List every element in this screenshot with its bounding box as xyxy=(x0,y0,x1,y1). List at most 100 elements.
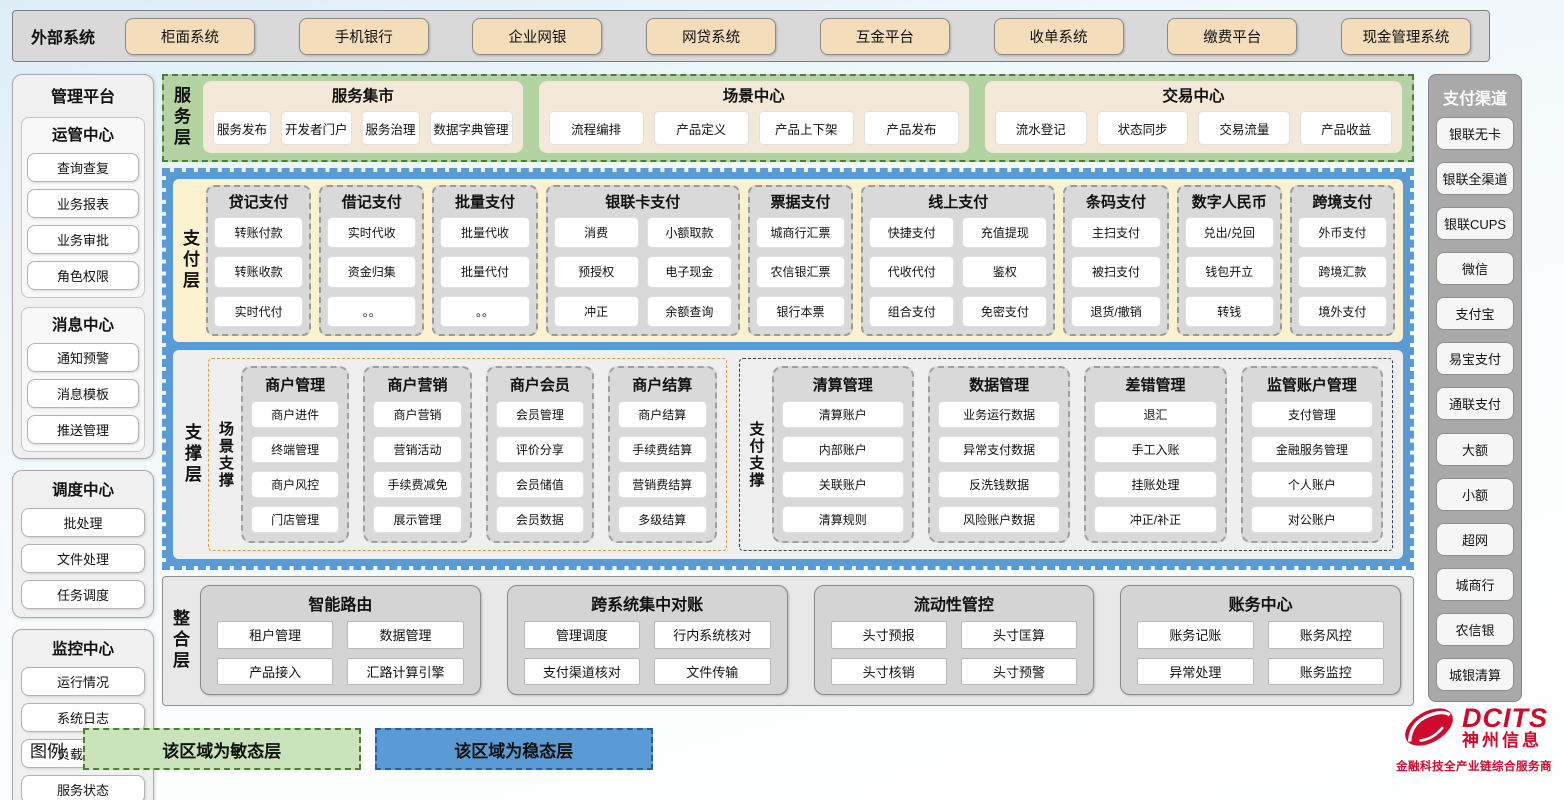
payment-group-items: 消费小额取款预授权电子现金冲正余额查询 xyxy=(553,217,732,327)
service-item-box: 产品收益 xyxy=(1300,111,1393,145)
service-layer-groups: 服务集市服务发布开发者门户服务治理数据字典管理场景中心流程编排产品定义产品上下架… xyxy=(203,81,1402,153)
management-platform-title: 管理平台 xyxy=(50,89,115,106)
service-item-box: 产品上下架 xyxy=(758,111,854,145)
payment-group: 跨境支付外币支付跨境汇款境外支付 xyxy=(1289,185,1396,336)
integration-item-box: 汇路计算引擎 xyxy=(347,657,464,685)
service-layer-label: 服务层 xyxy=(171,85,190,149)
payment-item-box: 城商行汇票 xyxy=(755,217,846,249)
payment-item-box: 资金归集 xyxy=(327,256,417,288)
payment-item-box: 代收代付 xyxy=(869,256,955,288)
support-item-box: 会员管理 xyxy=(495,401,585,428)
service-group: 服务集市服务发布开发者门户服务治理数据字典管理 xyxy=(203,81,523,153)
integration-item-box: 头寸预警 xyxy=(960,657,1078,685)
payment-channel-box: 易宝支付 xyxy=(1436,342,1514,376)
payment-group-title: 数字人民币 xyxy=(1191,194,1267,211)
payment-channel-box: 微信 xyxy=(1436,252,1514,286)
mgmt-item-box: 角色权限 xyxy=(27,261,139,290)
stable-layers-wrap: 支付层 贷记支付转账付款转账收款实时代付借记支付实时代收资金归集。。批量支付批量… xyxy=(162,168,1414,570)
support-item-box: 支付管理 xyxy=(1250,401,1374,428)
dcits-logo-company: 神州信息 xyxy=(1462,731,1542,751)
payment-group: 银联卡支付消费小额取款预授权电子现金冲正余额查询 xyxy=(545,185,740,336)
dcits-logo-texts: DCITS 神州信息 xyxy=(1462,704,1548,750)
support-item-box: 营销费结算 xyxy=(618,471,707,498)
support-group: 数据管理业务运行数据异常支付数据反洗钱数据风险账户数据 xyxy=(927,366,1071,543)
payment-item-box: 消费 xyxy=(553,217,639,249)
mgmt-section-title: 监控中心 xyxy=(51,641,114,658)
integration-item-box: 账务风控 xyxy=(1267,621,1384,649)
service-item-box: 开发者门户 xyxy=(281,111,352,145)
support-item-box: 金融服务管理 xyxy=(1250,436,1374,463)
payment-group: 批量支付批量代收批量代付。。 xyxy=(432,185,538,336)
support-group-title: 商户管理 xyxy=(265,377,326,394)
support-item-box: 冲正/补正 xyxy=(1094,506,1217,533)
payment-item-box: 跨境汇款 xyxy=(1297,256,1388,288)
payment-group: 票据支付城商行汇票农信银汇票银行本票 xyxy=(747,185,854,336)
legend: 图例: 该区域为敏态层 该区域为稳态层 xyxy=(30,728,653,770)
payment-channel-box: 银联全渠道 xyxy=(1436,162,1514,196)
service-item-box: 产品定义 xyxy=(653,111,749,145)
payment-layer-band: 支付层 贷记支付转账付款转账收款实时代付借记支付实时代收资金归集。。批量支付批量… xyxy=(173,179,1403,342)
support-item-box: 营销活动 xyxy=(373,436,462,463)
mgmt-section: 消息中心通知预警消息模板推送管理 xyxy=(21,307,145,452)
integration-item-box: 账务记账 xyxy=(1137,621,1254,649)
external-system-box: 柜面系统 xyxy=(125,17,256,55)
support-group-title: 商户营销 xyxy=(387,377,448,394)
service-item-box: 状态同步 xyxy=(1096,111,1189,145)
external-systems-title: 外部系统 xyxy=(31,30,96,47)
payment-group-items: 外币支付跨境汇款境外支付 xyxy=(1297,217,1388,327)
payment-item-box: 。。 xyxy=(327,295,417,327)
service-group-title: 交易中心 xyxy=(1162,88,1225,105)
integration-group: 流动性管控头寸预报头寸匡算头寸核销头寸预警 xyxy=(813,585,1095,695)
support-item-box: 展示管理 xyxy=(373,506,462,533)
support-group: 差错管理退汇手工入账挂账处理冲正/补正 xyxy=(1084,366,1227,543)
support-item-box: 清算账户 xyxy=(781,401,904,428)
support-item-box: 会员数据 xyxy=(495,506,585,533)
payment-item-box: 电子现金 xyxy=(646,256,732,288)
external-system-box: 互金平台 xyxy=(819,17,950,55)
payment-group-title: 银联卡支付 xyxy=(605,194,681,211)
support-group-title: 商户会员 xyxy=(509,377,570,394)
payment-item-box: 余额查询 xyxy=(646,295,732,327)
support-zone-label: 场景支撑 xyxy=(217,420,234,489)
mgmt-section: 监控中心运行情况系统日志负载情况服务状态 xyxy=(21,636,145,800)
support-group-items: 支付管理金融服务管理个人账户对公账户 xyxy=(1250,401,1374,533)
support-group: 监管账户管理支付管理金融服务管理个人账户对公账户 xyxy=(1240,366,1384,543)
support-item-box: 异常支付数据 xyxy=(937,436,1061,463)
payment-channel-box: 城银清算 xyxy=(1436,657,1514,691)
support-item-box: 商户结算 xyxy=(618,401,707,428)
support-item-box: 商户进件 xyxy=(251,401,340,428)
payment-item-box: 退货/撤销 xyxy=(1071,295,1161,327)
support-layer-label: 支撑层 xyxy=(182,423,201,486)
support-group: 商户管理商户进件终端管理商户风控门店管理 xyxy=(241,366,350,543)
integration-group: 智能路由租户管理数据管理产品接入汇路计算引擎 xyxy=(200,585,481,695)
support-item-box: 清算规则 xyxy=(781,506,904,533)
mgmt-item-box: 服务状态 xyxy=(21,775,145,800)
payment-item-box: 银行本票 xyxy=(755,295,846,327)
integration-item-box: 行内系统核对 xyxy=(654,621,771,649)
management-section-box: 调度中心批处理文件处理任务调度 xyxy=(12,470,154,618)
integration-group-items: 管理调度行内系统核对支付渠道核对文件传输 xyxy=(523,621,771,685)
dcits-logo-tagline: 金融科技全产业链综合服务商 xyxy=(1396,761,1552,773)
support-item-box: 手续费减免 xyxy=(373,471,462,498)
payment-channels-title: 支付渠道 xyxy=(1442,91,1507,108)
support-group-title: 商户结算 xyxy=(632,377,693,394)
integration-item-box: 租户管理 xyxy=(217,621,334,649)
support-item-box: 手续费结算 xyxy=(618,436,707,463)
mgmt-item-box: 通知预警 xyxy=(27,343,139,372)
external-systems-bar: 外部系统 柜面系统手机银行企业网银网贷系统互金平台收单系统缴费平台现金管理系统 xyxy=(12,10,1490,62)
support-item-box: 关联账户 xyxy=(781,471,904,498)
support-group-items: 会员管理评价分享会员储值会员数据 xyxy=(495,401,585,533)
support-item-box: 内部账户 xyxy=(781,436,904,463)
support-zone: 支付支撑清算管理清算账户内部账户关联账户清算规则数据管理业务运行数据异常支付数据… xyxy=(738,358,1393,551)
legend-label: 图例: xyxy=(30,741,69,761)
support-group: 商户结算商户结算手续费结算营销费结算多级结算 xyxy=(608,366,717,543)
integration-item-box: 头寸匡算 xyxy=(960,621,1078,649)
payment-item-box: 批量代收 xyxy=(440,217,530,249)
support-group-items: 清算账户内部账户关联账户清算规则 xyxy=(781,401,904,533)
payment-item-box: 转钱 xyxy=(1184,295,1274,327)
legend-agile-box: 该区域为敏态层 xyxy=(82,728,361,770)
integration-item-box: 文件传输 xyxy=(654,657,771,685)
service-item-box: 产品发布 xyxy=(863,111,959,145)
payment-item-box: 外币支付 xyxy=(1297,217,1388,249)
external-system-box: 企业网银 xyxy=(472,17,603,55)
